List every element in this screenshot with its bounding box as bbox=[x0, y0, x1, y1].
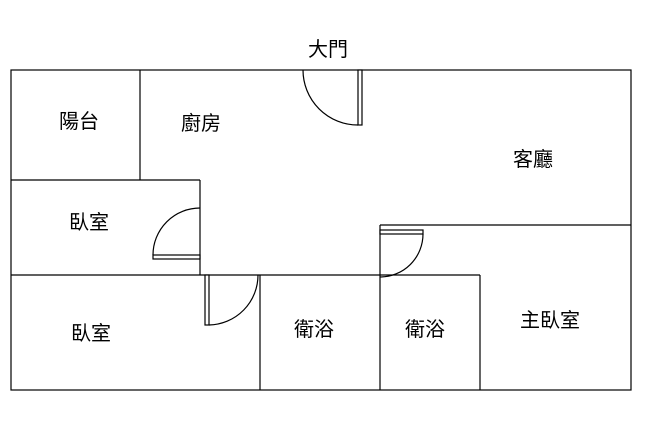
door-leaf bbox=[357, 69, 363, 126]
room-master-bedroom: 主臥室 bbox=[520, 308, 580, 332]
room-bathroom-2: 衛浴 bbox=[405, 317, 445, 341]
bedroom-2-door[interactable] bbox=[204, 274, 259, 326]
door-swing-arc bbox=[152, 207, 201, 256]
room-bathroom-1: 衛浴 bbox=[294, 317, 334, 341]
room-kitchen: 廚房 bbox=[181, 111, 221, 135]
outer-wall bbox=[10, 69, 632, 391]
door-leaf bbox=[152, 254, 201, 260]
bedroom-1-door[interactable] bbox=[152, 207, 201, 260]
door-leaf bbox=[204, 274, 210, 326]
bathroom-2-door[interactable] bbox=[379, 229, 424, 278]
door-swing-arc bbox=[302, 69, 359, 126]
room-living: 客廳 bbox=[513, 147, 553, 171]
front-door[interactable] bbox=[302, 69, 363, 126]
main-entrance-label: 大門 bbox=[308, 37, 348, 61]
room-bedroom-2: 臥室 bbox=[71, 321, 111, 345]
door-leaf bbox=[379, 229, 424, 235]
room-balcony: 陽台 bbox=[59, 109, 99, 133]
walls bbox=[10, 69, 632, 391]
door-swing-arc bbox=[379, 233, 424, 278]
room-labels: 陽台 廚房 客廳 臥室 臥室 衛浴 衛浴 主臥室 bbox=[59, 109, 580, 345]
room-bedroom-1: 臥室 bbox=[69, 210, 109, 234]
door-swing-arc bbox=[208, 274, 259, 326]
